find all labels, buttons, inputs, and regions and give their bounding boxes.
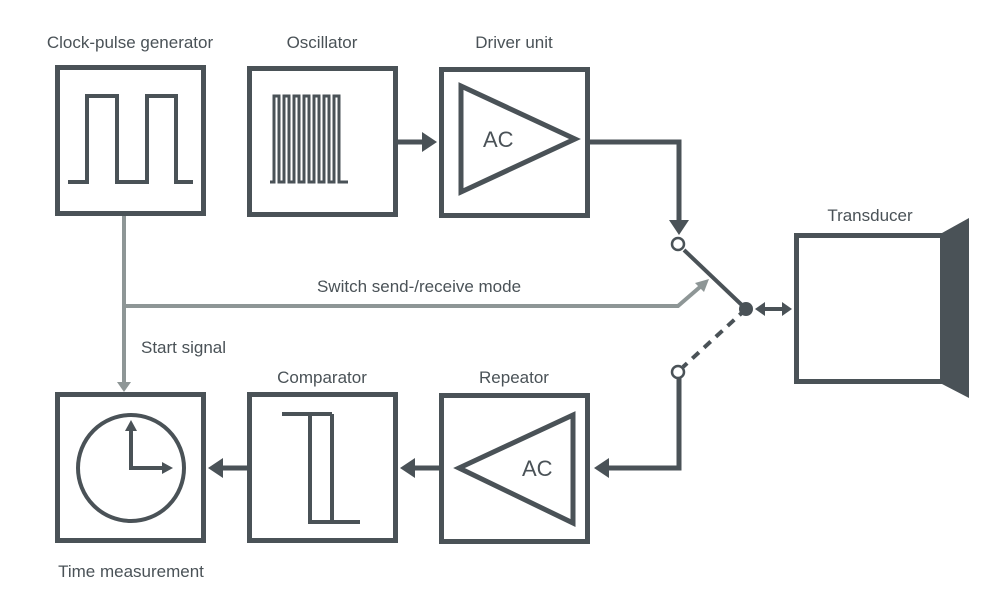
start-signal-arrowhead: [117, 382, 131, 392]
switch-send-contact: [670, 236, 686, 252]
switch-receive-path-dashed: [681, 307, 748, 369]
switch-pivot: [739, 302, 753, 316]
switch-mode-line: [124, 285, 702, 308]
switch-receive-contact: [670, 364, 686, 380]
oscillator-block: Oscillator: [247, 33, 398, 217]
clock-pulse-generator-box: [55, 65, 206, 216]
send-receive-switch: [670, 236, 753, 380]
repeator-block: Repeator AC: [439, 368, 590, 544]
start-signal-label: Start signal: [141, 338, 226, 357]
comparator-block: Comparator: [247, 368, 398, 543]
driver-unit-label: Driver unit: [475, 33, 553, 52]
square-wave-icon: [68, 94, 193, 184]
driver-unit-block: Driver unit AC: [439, 33, 590, 218]
time-measurement-label: Time measurement: [58, 562, 204, 581]
transducer-label: Transducer: [827, 206, 913, 225]
oscillator-label: Oscillator: [287, 33, 358, 52]
switch-transducer-double-arrow: [755, 302, 792, 316]
switch-to-repeator-arrow: [594, 378, 682, 478]
threshold-icon-path: [282, 412, 360, 524]
repeator-label: Repeator: [479, 368, 549, 387]
transducer-block: Transducer: [794, 206, 969, 398]
switch-arm: [682, 248, 748, 311]
clock-pulse-generator-label: Clock-pulse generator: [47, 33, 214, 52]
comparator-label: Comparator: [277, 368, 367, 387]
transducer-icon: [942, 218, 969, 398]
amplifier-icon: [453, 411, 576, 527]
repeator-ac-text: AC: [522, 456, 553, 481]
transducer-box: [794, 233, 945, 384]
high-frequency-wave-icon: [270, 94, 348, 184]
clock-pulse-generator-block: Clock-pulse generator: [47, 33, 214, 216]
driver-ac-text: AC: [483, 127, 514, 152]
switch-mode-label: Switch send-/receive mode: [317, 277, 521, 296]
driver-to-switch-arrow: [590, 139, 689, 235]
amplifier-icon: [458, 82, 581, 196]
time-measurement-block: Time measurement: [55, 392, 206, 581]
comparator-box: [247, 392, 398, 543]
clock-icon: [76, 413, 186, 523]
switch-mode-arrowhead: [695, 279, 709, 292]
